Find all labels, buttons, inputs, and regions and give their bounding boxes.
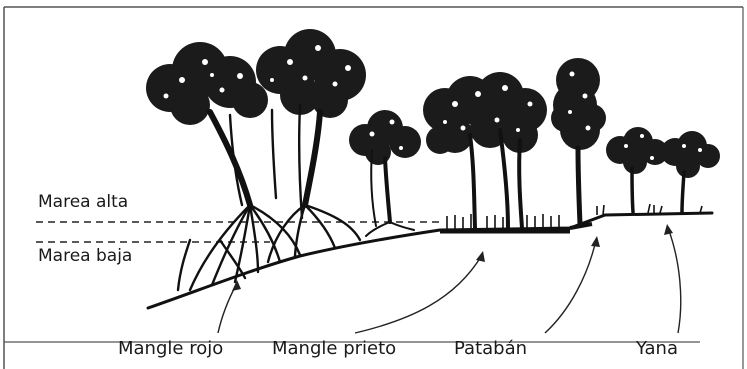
black-mangrove-trees (349, 72, 547, 236)
zone-label-yana: Yana (636, 340, 678, 358)
pataban-tree (551, 58, 606, 224)
pointer-arrows (218, 228, 681, 333)
zone-label-red-mangrove: Mangle rojo (118, 340, 223, 358)
zone-label-pataban: Patabán (454, 340, 527, 358)
high-tide-label: Marea alta (38, 194, 128, 211)
low-tide-label: Marea baja (38, 248, 132, 265)
ground-profile (148, 213, 712, 308)
zone-label-black-mangrove: Mangle prieto (272, 340, 396, 358)
yana-trees (606, 127, 720, 212)
red-mangrove-trees (146, 29, 366, 290)
